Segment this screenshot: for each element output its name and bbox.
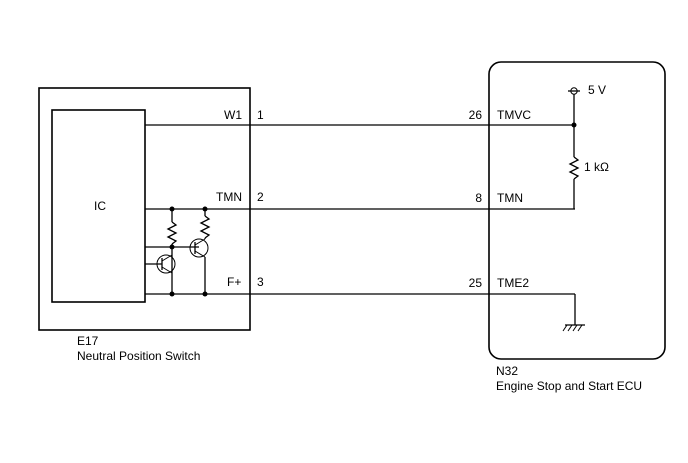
right-pin-26: 26 [469,108,483,122]
right-pin-8: 8 [475,191,482,205]
left-pin-3: 3 [257,275,264,289]
ic-block [51,109,146,303]
ecu-box [488,61,666,360]
left-pin-2: 2 [257,190,264,204]
left-component-name: Neutral Position Switch [77,349,200,363]
ground-icon [562,324,585,332]
right-signal-tme2: TME2 [497,276,529,290]
left-signal-fplus: F+ [227,275,241,289]
ecu-internal-circuit [562,87,585,332]
right-component-name: Engine Stop and Start ECU [496,379,642,393]
right-pin-25: 25 [469,276,483,290]
supply-voltage-label: 5 V [588,83,606,97]
left-signal-w1: W1 [224,108,242,122]
left-signal-tmn: TMN [216,190,242,204]
transistor-icon [189,238,209,294]
resistor-value-label: 1 kΩ [584,160,609,174]
right-component-code: N32 [496,364,518,378]
switch-internal-circuit [145,206,211,297]
left-component-code: E17 [77,334,99,348]
ic-label: IC [94,199,106,213]
transistor-icon [145,254,176,274]
left-pin-1: 1 [257,108,264,122]
right-signal-tmvc: TMVC [497,108,531,122]
right-signal-tmn: TMN [497,191,523,205]
